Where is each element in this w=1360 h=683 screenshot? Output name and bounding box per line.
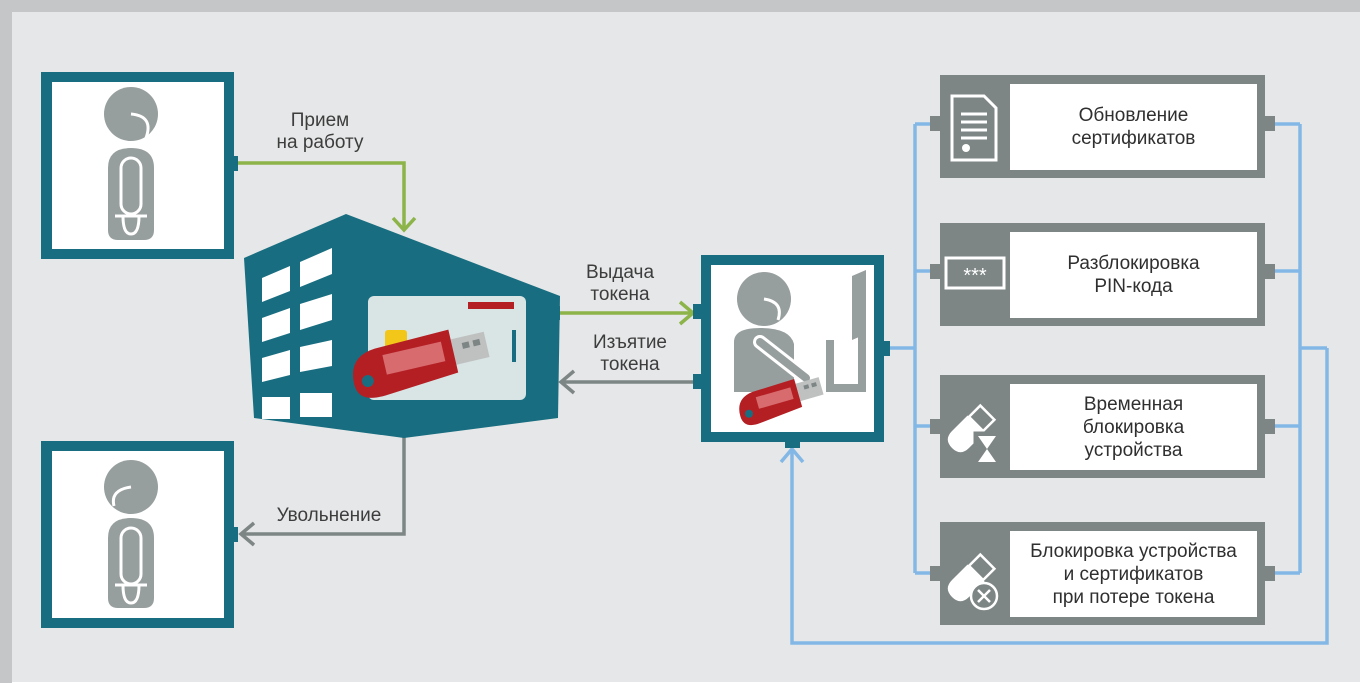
withdraw-token-arrowhead [558,369,576,395]
operation-label-certificate-update: Обновление сертификатов [1071,105,1196,149]
operation-card-lock-on-loss [930,522,1275,625]
issue-token-line-2: токена [590,284,650,305]
hire-label-line-1: Прием [290,110,350,131]
building-port [555,306,560,320]
dismissal-arrow [242,436,406,536]
office-building-icon [244,214,560,438]
svg-text:***: *** [963,265,987,287]
withdraw-token-line-2: токена [600,354,660,375]
new-employee-card [41,72,238,259]
usb-token-icon [739,377,824,426]
security-operator-icon [734,270,866,392]
operator-card [693,255,890,448]
hire-arrowhead [391,216,417,233]
operation-card-pin-unblock: *** [930,223,1275,326]
token-hourglass-icon [947,403,1003,467]
operation-card-certificate-update [930,75,1275,178]
operation-card-temporary-lock [930,375,1275,478]
issue-token-line-1: Выдача [585,262,655,283]
pin-asterisks-icon: *** [944,256,1006,290]
hire-label-line-2: на работу [276,132,364,153]
operation-label-pin-unblock: Разблокировка PIN-кода [1067,253,1200,297]
employee-icon [104,460,158,608]
usb-token-icon [353,329,490,398]
dismissal-arrowhead [238,521,256,547]
operation-label-lock-on-loss: Блокировка устройства и сертификатов при… [1030,540,1237,608]
token-cross-icon [947,552,999,611]
employee-icon [104,87,158,240]
issue-token-label: Выдача токена [560,262,680,306]
hire-label: Прием на работу [250,110,390,154]
top-border [0,0,1360,12]
dismissed-employee-card [41,441,238,628]
left-border [0,0,12,683]
hire-arrow [238,161,406,228]
withdraw-token-line-1: Изъятие [593,332,667,353]
dismissal-label: Увольнение [276,505,382,526]
certificate-document-icon [950,94,998,162]
operation-label-temporary-lock: Временная блокировка устройства [1082,393,1185,461]
withdraw-token-label: Изъятие токена [570,332,690,376]
